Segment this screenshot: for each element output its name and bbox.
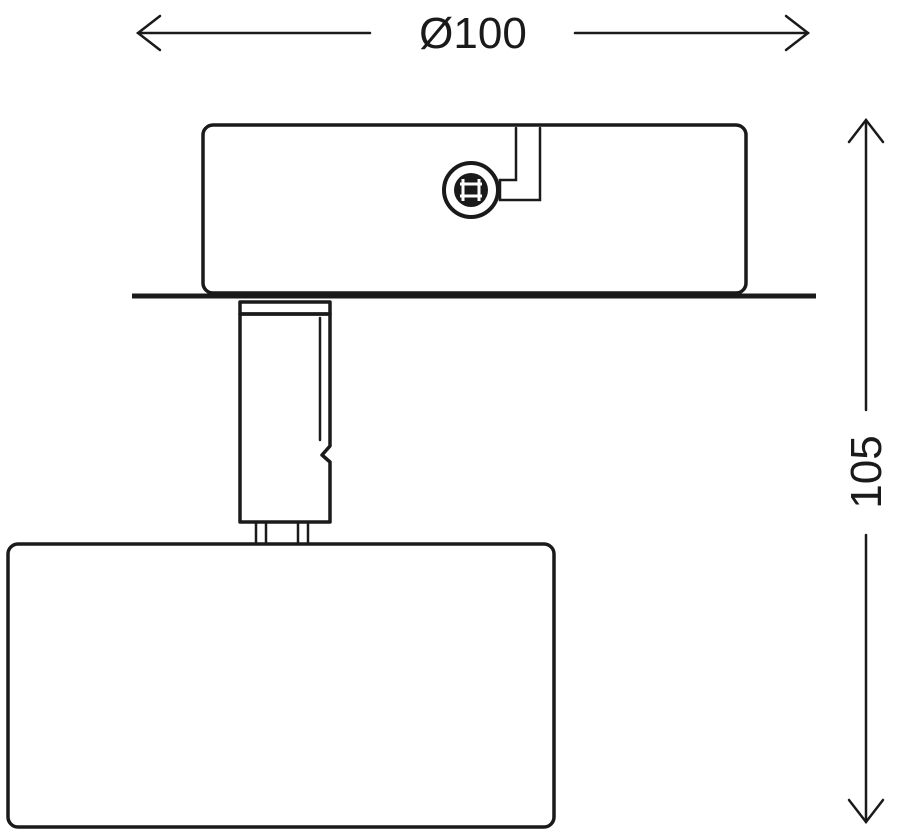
width-arrow-left-icon <box>135 14 162 52</box>
screw-icon <box>442 161 500 219</box>
height-dimension: 105 <box>842 117 891 825</box>
width-dimension: Ø100 <box>135 9 811 58</box>
connector-pin-right <box>296 520 310 546</box>
canopy-slot <box>498 126 542 202</box>
height-arrow-bottom-icon <box>847 798 885 825</box>
canopy-box <box>201 123 748 295</box>
lamp-head <box>6 542 556 829</box>
height-arrow-top-icon <box>847 117 885 144</box>
stem-collar <box>238 300 332 316</box>
canopy <box>201 123 748 295</box>
width-label: Ø100 <box>419 9 527 58</box>
width-arrow-right-icon <box>784 14 811 52</box>
stem <box>238 300 332 546</box>
height-label: 105 <box>842 435 891 508</box>
connector-pin-left <box>254 520 268 546</box>
stem-body <box>238 312 332 524</box>
